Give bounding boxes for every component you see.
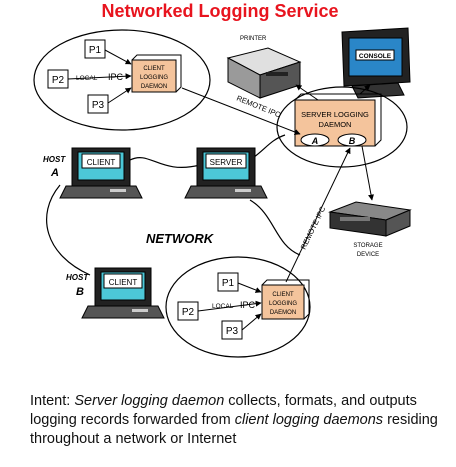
host-b-client-group: P1 P2 P3 LOCAL IPC CLIENT LOGGING DAEMON <box>165 256 311 358</box>
storage-device: STORAGE DEVICE <box>328 201 412 258</box>
remote-ipc-side-label: REMOTE IPC <box>299 204 328 250</box>
server-daemon-line2: DAEMON <box>319 120 352 129</box>
port-a-label: A <box>311 136 319 146</box>
host-b-daemon-line1: CLIENT <box>272 292 294 298</box>
host-b-label-line1: HOST <box>66 273 89 282</box>
intent-paragraph: Intent: Server logging daemon collects, … <box>30 392 440 449</box>
host-a-p2-label: P2 <box>52 75 65 86</box>
host-b-local-ipc-small: LOCAL <box>212 303 234 310</box>
port-a-ellipse <box>300 133 330 147</box>
host-a-label-line1: HOST <box>43 155 66 164</box>
host-b-daemon-box <box>261 284 305 320</box>
diagram-title: Networked Logging Service <box>101 1 338 21</box>
intent-mid: collects, formats, and outputs logging r… <box>30 393 417 428</box>
host-a-ellipse <box>33 29 211 131</box>
networked-logging-diagram: Networked Logging Service P1 P2 P3 LOCAL… <box>33 1 412 358</box>
port-b-ellipse <box>337 133 367 147</box>
intent-emphasis-server: Server logging daemon <box>74 393 225 409</box>
host-a-workstation: HOST A CLIENT <box>43 147 143 199</box>
host-a-client-label: CLIENT <box>87 158 116 167</box>
storage-label-line1: STORAGE <box>353 243 382 249</box>
host-b-p1-box <box>217 272 239 292</box>
intent-tail: residing throughout a network or Interne… <box>30 412 438 447</box>
host-b-p2-label: P2 <box>182 307 195 318</box>
host-b-daemon-line3: DAEMON <box>270 310 296 316</box>
intent-lead: Intent: <box>30 393 75 409</box>
network-label: NETWORK <box>146 231 215 246</box>
storage-label-line2: DEVICE <box>357 252 379 258</box>
host-b-p1-label: P1 <box>222 278 235 289</box>
host-a-p3-label: P3 <box>92 100 105 111</box>
port-b-label: B <box>349 136 356 146</box>
server-daemon-group: SERVER LOGGING DAEMON A B <box>276 84 408 201</box>
host-b-label-line2: B <box>76 286 84 298</box>
server-workstation-label: SERVER <box>210 158 243 167</box>
host-b-client-label: CLIENT <box>109 278 138 287</box>
host-a-daemon-line1: CLIENT <box>143 66 165 72</box>
console-label: CONSOLE <box>359 53 392 60</box>
host-a-daemon-line3: DAEMON <box>141 84 167 90</box>
host-a-daemon-line2: LOGGING <box>140 75 168 81</box>
host-b-workstation: HOST B CLIENT <box>66 267 165 319</box>
host-b-daemon-line2: LOGGING <box>269 301 297 307</box>
server-workstation: SERVER <box>184 147 268 199</box>
server-daemon-line1: SERVER LOGGING <box>301 110 369 119</box>
host-a-p3-box <box>87 94 109 114</box>
server-ellipse <box>276 86 408 168</box>
host-a-p1-box <box>84 39 106 59</box>
host-a-client-group: P1 P2 P3 LOCAL IPC CLIENT LOGGING DAEMON <box>33 29 211 131</box>
host-a-daemon-box <box>131 59 177 93</box>
host-a-p1-label: P1 <box>89 45 102 56</box>
host-b-ellipse <box>165 256 311 358</box>
host-b-p3-label: P3 <box>226 326 239 337</box>
intent-emphasis-client: client logging daemons <box>234 412 384 428</box>
printer-label: PRINTER <box>240 36 267 42</box>
printer-icon: PRINTER <box>226 36 302 99</box>
host-a-label-line2: A <box>50 167 59 179</box>
